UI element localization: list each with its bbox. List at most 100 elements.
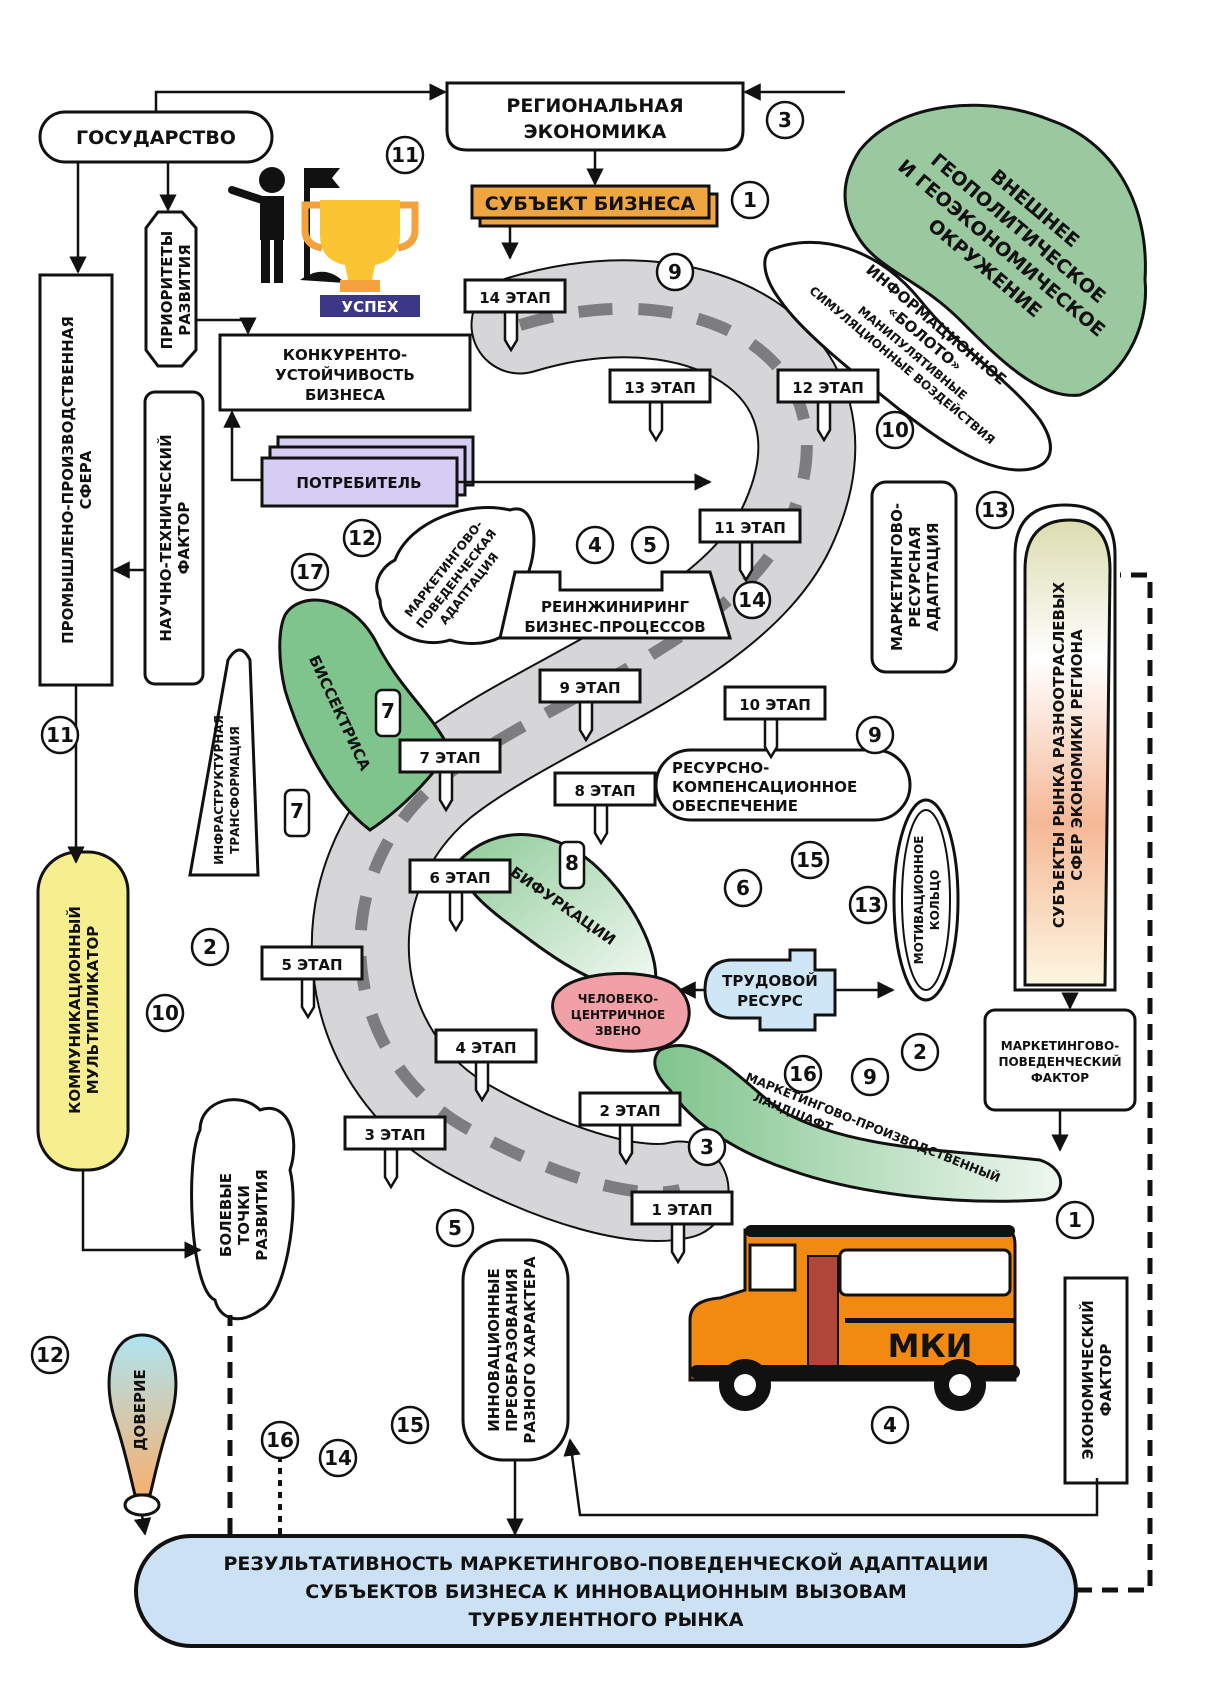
- stage-sign-10: 10 ЭТАП: [723, 685, 827, 760]
- reengineering-node: РЕИНЖИНИРИНГ БИЗНЕС-ПРОЦЕССОВ: [498, 570, 733, 640]
- motivation-ring-node: МОТИВАЦИОННОЕ КОЛЬЦО: [892, 798, 960, 1002]
- resource-comp-line-3: ОБЕСПЕЧЕНИЕ: [672, 797, 798, 815]
- marker-17: 17: [290, 552, 330, 592]
- market-subjects-line-2: СФЕР ЭКОНОМИКИ РЕГИОНА: [1068, 629, 1086, 881]
- mra-line-3: АДАПТАЦИЯ: [924, 523, 942, 632]
- marker-14: 14: [318, 1438, 358, 1478]
- stage-sign-11: 11 ЭТАП: [698, 508, 802, 583]
- marker-11: 11: [385, 135, 425, 175]
- labor-resource-line-1: ТРУДОВОЙ: [722, 971, 818, 990]
- svg-text:11: 11: [391, 143, 419, 167]
- marker-10: 10: [875, 410, 915, 450]
- economic-factor-node: ЭКОНОМИЧЕСКИЙ ФАКТОР: [1063, 1276, 1129, 1485]
- marker-6: 6: [723, 868, 763, 908]
- svg-text:12: 12: [36, 1343, 64, 1367]
- stage-label: 1 ЭТАП: [651, 1201, 712, 1219]
- marker-12: 12: [342, 518, 382, 558]
- industrial-sphere-line-2: СФЕРА: [77, 450, 95, 509]
- stage-sign-5: 5 ЭТАП: [260, 945, 364, 1020]
- svg-text:7: 7: [381, 699, 395, 723]
- marker-9: 9: [855, 715, 895, 755]
- regional-economy-line-1: РЕГИОНАЛЬНАЯ: [506, 95, 683, 117]
- svg-text:14: 14: [324, 1446, 352, 1470]
- trust-node: ДОВЕРИЕ: [107, 1333, 178, 1517]
- comm-multiplier-line-1: КОММУНИКАЦИОННЫЙ: [65, 906, 84, 1114]
- stage-label: 14 ЭТАП: [479, 289, 551, 307]
- economic-factor-line-2: ФАКТОР: [1097, 1344, 1115, 1417]
- mbf-line-1: МАРКЕТИНГОВО-: [1001, 1039, 1119, 1053]
- bus-mki: МКИ: [688, 1225, 1020, 1411]
- battery-marker-8: 8: [558, 840, 586, 890]
- marker-4: 4: [575, 525, 615, 565]
- stage-sign-12: 12 ЭТАП: [776, 368, 880, 443]
- marker-1: 1: [730, 180, 770, 220]
- marker-14: 14: [732, 580, 772, 620]
- state-label: ГОСУДАРСТВО: [76, 127, 236, 149]
- svg-text:2: 2: [913, 1040, 927, 1064]
- business-subject-label: СУБЪЕКТ БИЗНЕСА: [485, 193, 696, 215]
- pain-points-line-1: БОЛЕВЫЕ: [217, 1173, 235, 1257]
- dev-priorities-line-1: ПРИОРИТЕТЫ: [158, 231, 176, 350]
- pain-points-line-2: ТОЧКИ: [235, 1185, 253, 1245]
- result-node: РЕЗУЛЬТАТИВНОСТЬ МАРКЕТИНГОВО-ПОВЕДЕНЧЕС…: [134, 1534, 1078, 1648]
- resource-comp-line-1: РЕСУРСНО-: [672, 759, 769, 777]
- marker-13: 13: [848, 885, 888, 925]
- infra-line-2: ТРАНСФОРМАЦИЯ: [228, 726, 242, 854]
- marker-1: 1: [1055, 1200, 1095, 1240]
- svg-text:1: 1: [1068, 1208, 1082, 1232]
- trust-label: ДОВЕРИЕ: [131, 1369, 149, 1451]
- mkt-resource-adaptation-node: МАРКЕТИНГОВО- РЕСУРСНАЯ АДАПТАЦИЯ: [870, 480, 958, 674]
- infra-line-1: ИНФРАСТРУКТУРНАЯ: [212, 715, 226, 865]
- industrial-sphere-node: ПРОМЫШЛЕНО-ПРОИЗВОДСТВЕННАЯ СФЕРА: [38, 273, 114, 687]
- sci-tech-line-1: НАУЧНО-ТЕХНИЧЕСКИЙ: [156, 434, 175, 641]
- marker-5: 5: [630, 525, 670, 565]
- result-line-3: ТУРБУЛЕНТНОГО РЫНКА: [469, 1609, 744, 1631]
- mbf-line-2: ПОВЕДЕНЧЕСКИЙ: [998, 1054, 1121, 1069]
- regional-economy-node: РЕГИОНАЛЬНАЯ ЭКОНОМИКА: [445, 81, 745, 152]
- market-subjects-node: СУБЪЕКТЫ РЫНКА РАЗНООТРАСЛЕВЫХ СФЕР ЭКОН…: [1013, 503, 1117, 992]
- stage-label: 2 ЭТАП: [599, 1102, 660, 1120]
- battery-marker-7: 7: [283, 788, 311, 838]
- marker-3: 3: [765, 100, 805, 140]
- marker-5: 5: [435, 1208, 475, 1248]
- dev-priorities-line-2: РАЗВИТИЯ: [176, 244, 194, 336]
- stage-label: 11 ЭТАП: [714, 519, 786, 537]
- competitiveness-node: КОНКУРЕНТО- УСТОЙЧИВОСТЬ БИЗНЕСА: [218, 333, 472, 412]
- stage-label: 3 ЭТАП: [364, 1126, 425, 1144]
- human-link-line-1: ЧЕЛОВЕКО-: [578, 992, 658, 1006]
- marker-9: 9: [850, 1057, 890, 1097]
- stage-sign-2: 2 ЭТАП: [578, 1091, 682, 1166]
- comm-multiplier-node: КОММУНИКАЦИОННЫЙ МУЛЬТИПЛИКАТОР: [36, 850, 130, 1172]
- stage-label: 6 ЭТАП: [429, 869, 490, 887]
- stage-sign-7: 7 ЭТАП: [398, 738, 502, 813]
- svg-text:13: 13: [981, 498, 1009, 522]
- sci-tech-line-2: ФАКТОР: [175, 502, 193, 575]
- success-trophy: УСПЕХ: [228, 167, 420, 317]
- marker-16: 16: [783, 1054, 823, 1094]
- svg-text:8: 8: [565, 851, 579, 875]
- bisector-node: БИССЕКТРИСА: [278, 598, 452, 832]
- stage-sign-1: 1 ЭТАП: [630, 1190, 734, 1265]
- innovations-line-1: ИННОВАЦИОННЫЕ: [485, 1268, 503, 1432]
- marker-10: 10: [145, 993, 185, 1033]
- labor-resource-line-2: РЕСУРС: [737, 992, 803, 1010]
- svg-text:6: 6: [736, 876, 750, 900]
- svg-text:7: 7: [290, 799, 304, 823]
- result-line-2: СУБЪЕКТОВ БИЗНЕСА К ИННОВАЦИОННЫМ ВЫЗОВА…: [305, 1581, 906, 1603]
- success-label: УСПЕХ: [342, 298, 399, 316]
- innovations-node: ИННОВАЦИОННЫЕ ПРЕОБРАЗОВАНИЯ РАЗНОГО ХАР…: [461, 1238, 570, 1462]
- svg-text:16: 16: [789, 1062, 817, 1086]
- resource-comp-line-2: КОМПЕНСАЦИОННОЕ: [672, 778, 857, 796]
- mkt-behav-adaptation-node: МАРКЕТИНГОВО- ПОВЕДЕНЧЕСКАЯ АДАПТАЦИЯ: [375, 505, 536, 645]
- svg-text:4: 4: [588, 533, 602, 557]
- stage-sign-6: 6 ЭТАП: [408, 858, 512, 933]
- battery-marker-7: 7: [374, 688, 402, 738]
- innovations-line-2: ПРЕОБРАЗОВАНИЯ: [503, 1268, 521, 1432]
- stage-label: 5 ЭТАП: [281, 956, 342, 974]
- marker-2: 2: [190, 927, 230, 967]
- external-environment: ВНЕШНЕЕ ГЕОПОЛИТИЧЕСКОЕ И ГЕОЭКОНОМИЧЕСК…: [843, 103, 1148, 397]
- competitiveness-line-1: КОНКУРЕНТО-: [283, 346, 407, 364]
- svg-text:15: 15: [796, 848, 824, 872]
